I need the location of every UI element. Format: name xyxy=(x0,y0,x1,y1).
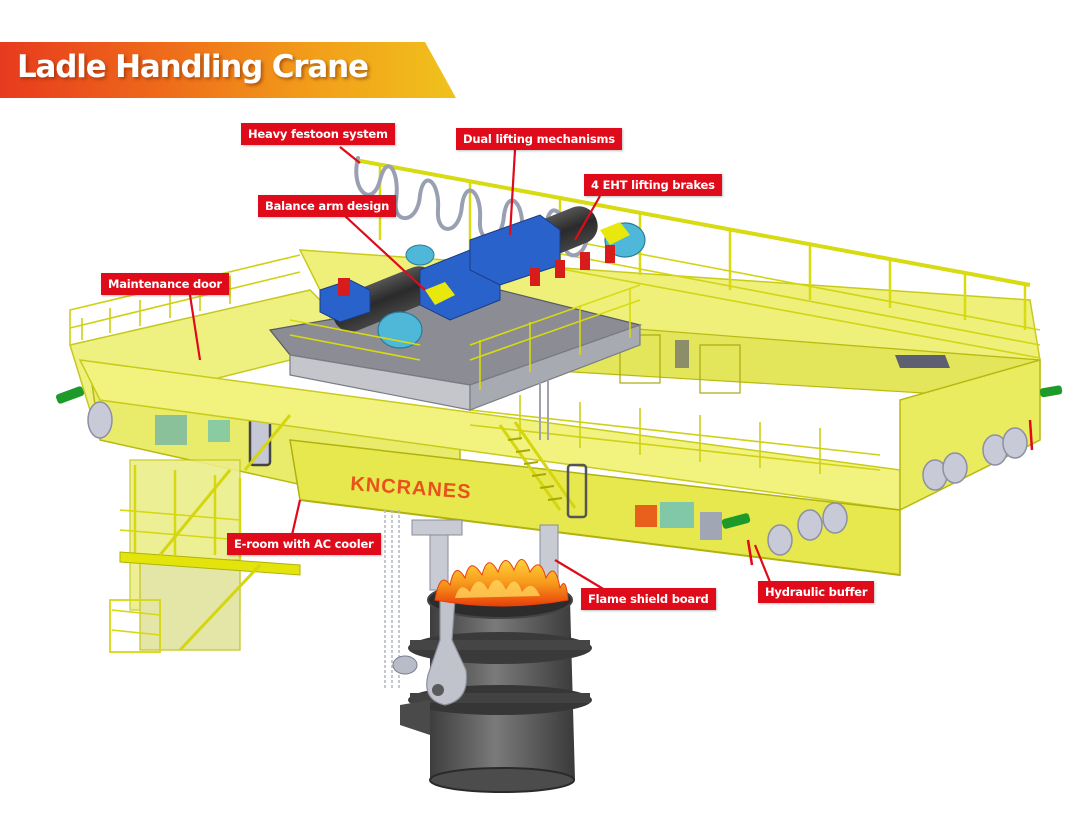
callout-maintenance-door: Maintenance door xyxy=(101,273,229,295)
callout-flame-shield-board: Flame shield board xyxy=(581,588,716,610)
page-title: Ladle Handling Crane xyxy=(17,49,369,85)
callout-eht-lifting-brakes: 4 EHT lifting brakes xyxy=(584,174,722,196)
callout-dual-lifting-mechanisms: Dual lifting mechanisms xyxy=(456,128,622,150)
callout-leader-lines xyxy=(188,146,772,591)
e-room-tower xyxy=(109,414,301,653)
ladle xyxy=(400,559,592,793)
hoist-ropes-and-hook xyxy=(384,380,559,690)
callout-heavy-festoon-system: Heavy festoon system xyxy=(241,123,395,145)
trolley xyxy=(268,206,646,411)
title-banner xyxy=(0,42,456,98)
callout-balance-arm-design: Balance arm design xyxy=(258,195,397,217)
callout-hydraulic-buffer: Hydraulic buffer xyxy=(758,581,875,603)
right-end-carriage xyxy=(746,359,1063,566)
callout-e-room-with-ac-cooler: E-room with AC cooler xyxy=(227,533,381,555)
